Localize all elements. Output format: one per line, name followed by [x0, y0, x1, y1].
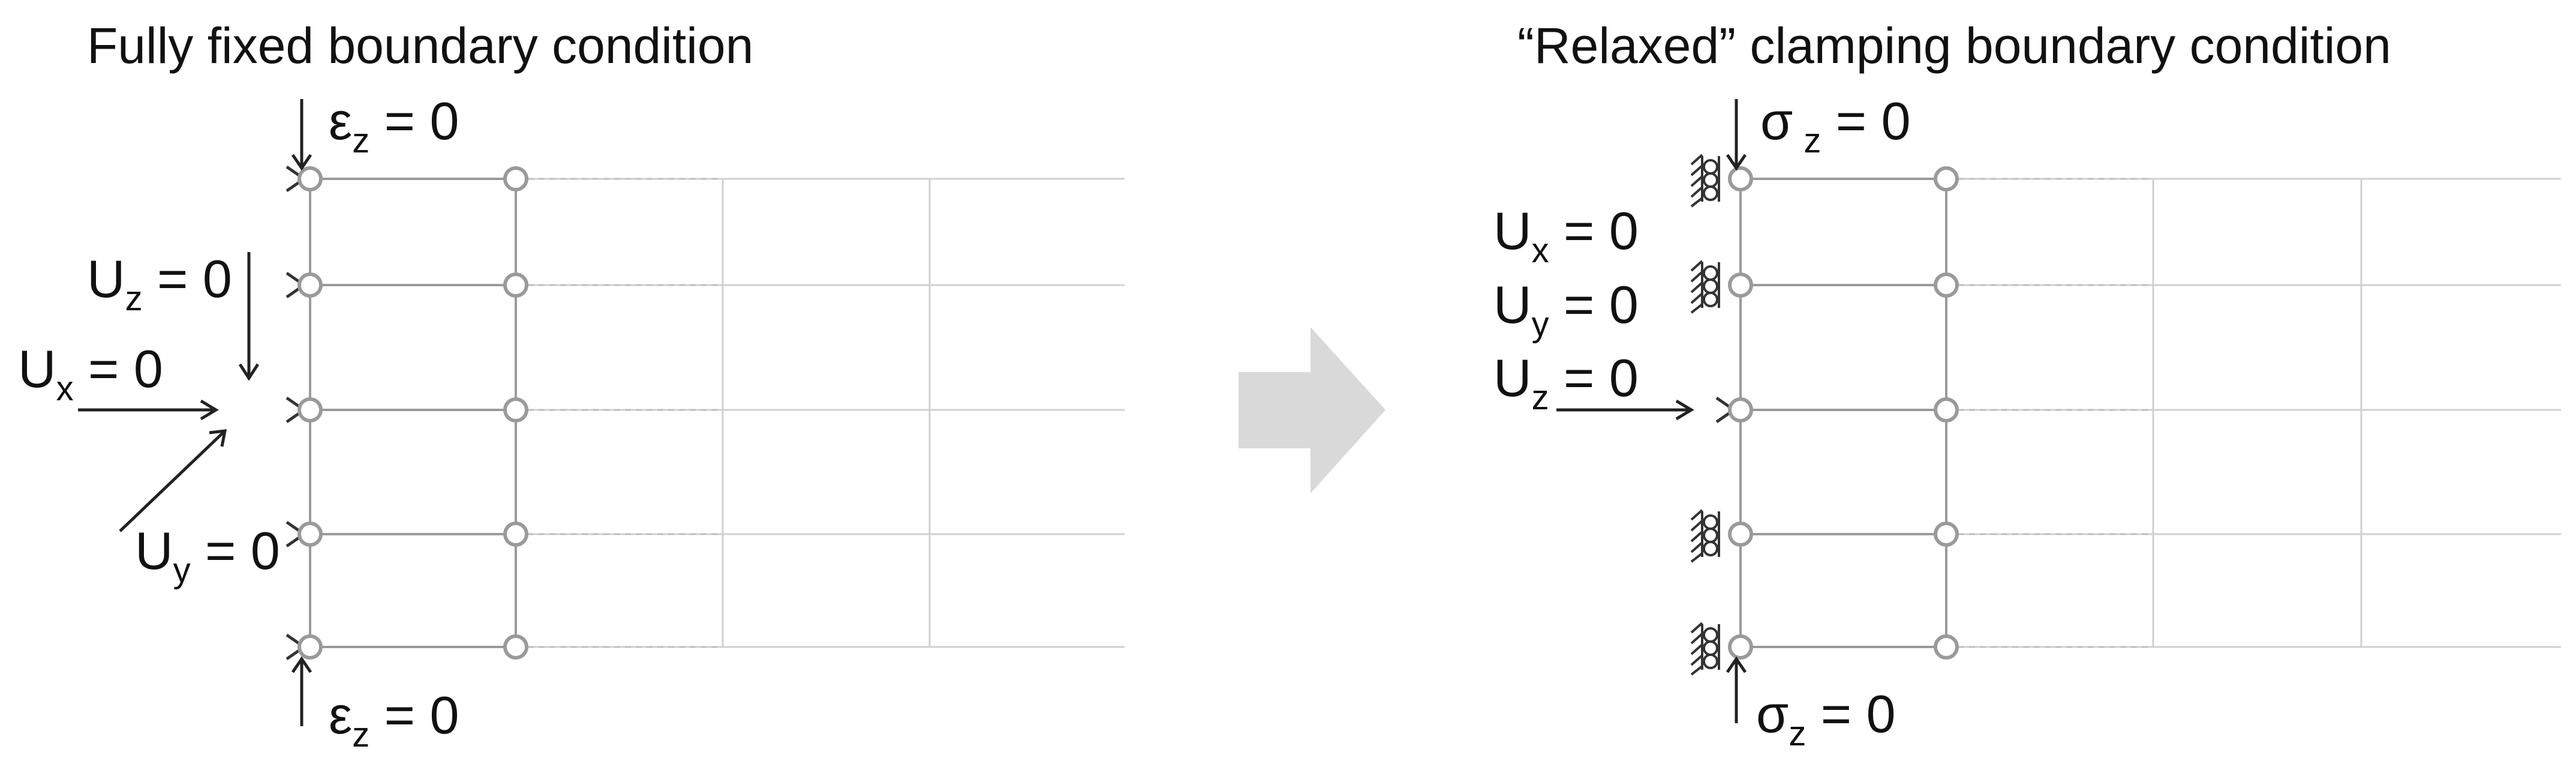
- node: [1728, 272, 1753, 298]
- node: [297, 634, 323, 660]
- node: [503, 634, 528, 660]
- uy-arrow: [119, 429, 227, 532]
- node: [297, 272, 323, 298]
- left-nodes: [297, 166, 528, 660]
- left-panel: Fully fixed boundary condition: [18, 17, 1125, 754]
- ux-label: Ux = 0: [18, 339, 163, 408]
- eps-top-arrow: [291, 99, 312, 171]
- right-panel-title: “Relaxed” clamping boundary condition: [1517, 17, 2391, 74]
- eps-bottom-label: εz = 0: [329, 685, 459, 754]
- right-panel: “Relaxed” clamping boundary condition: [1493, 17, 2561, 753]
- roller-support: [1690, 154, 1720, 208]
- uz-label: Uz = 0: [87, 249, 232, 318]
- roller-support: [1690, 509, 1720, 563]
- right-arrows: [1556, 99, 1747, 723]
- sigma-bottom-label: σz = 0: [1756, 684, 1896, 753]
- node: [1728, 634, 1753, 660]
- node: [297, 397, 323, 423]
- node: [1934, 522, 1959, 547]
- left-background-grid: [516, 178, 1125, 648]
- node: [1728, 166, 1753, 191]
- node: [297, 522, 323, 547]
- node: [503, 522, 528, 547]
- node: [503, 166, 528, 191]
- uy-label: Uy = 0: [135, 521, 280, 590]
- node: [503, 397, 528, 423]
- uz-arrow: [1556, 399, 1694, 421]
- ux-arrow: [78, 399, 219, 421]
- right-mesh: [1739, 178, 1947, 648]
- uz-arrow: [238, 252, 260, 381]
- node: [1728, 397, 1753, 423]
- uz-label-right: Uz = 0: [1493, 348, 1639, 417]
- right-roller-supports: [1690, 154, 1737, 676]
- node: [1728, 522, 1753, 547]
- left-mesh: [309, 178, 517, 648]
- right-background-grid: [1946, 178, 2561, 648]
- node: [1934, 166, 1959, 191]
- right-nodes: [1728, 166, 1959, 660]
- roller-support: [1690, 622, 1720, 676]
- eps-top-label: εz = 0: [329, 91, 459, 160]
- uy-label: Uy = 0: [1493, 275, 1639, 344]
- transition-arrow: [1239, 327, 1385, 493]
- ux-label: Ux = 0: [1493, 201, 1639, 270]
- sigma-bottom-arrow: [1726, 656, 1747, 723]
- eps-bottom-arrow: [291, 656, 312, 726]
- node: [1934, 397, 1959, 423]
- left-arrows: [78, 99, 312, 726]
- node: [503, 272, 528, 298]
- sigma-top-arrow: [1726, 99, 1747, 171]
- left-panel-title: Fully fixed boundary condition: [87, 17, 753, 74]
- node: [297, 166, 323, 191]
- node: [1934, 272, 1959, 298]
- node: [1934, 634, 1959, 660]
- roller-support: [1690, 260, 1720, 314]
